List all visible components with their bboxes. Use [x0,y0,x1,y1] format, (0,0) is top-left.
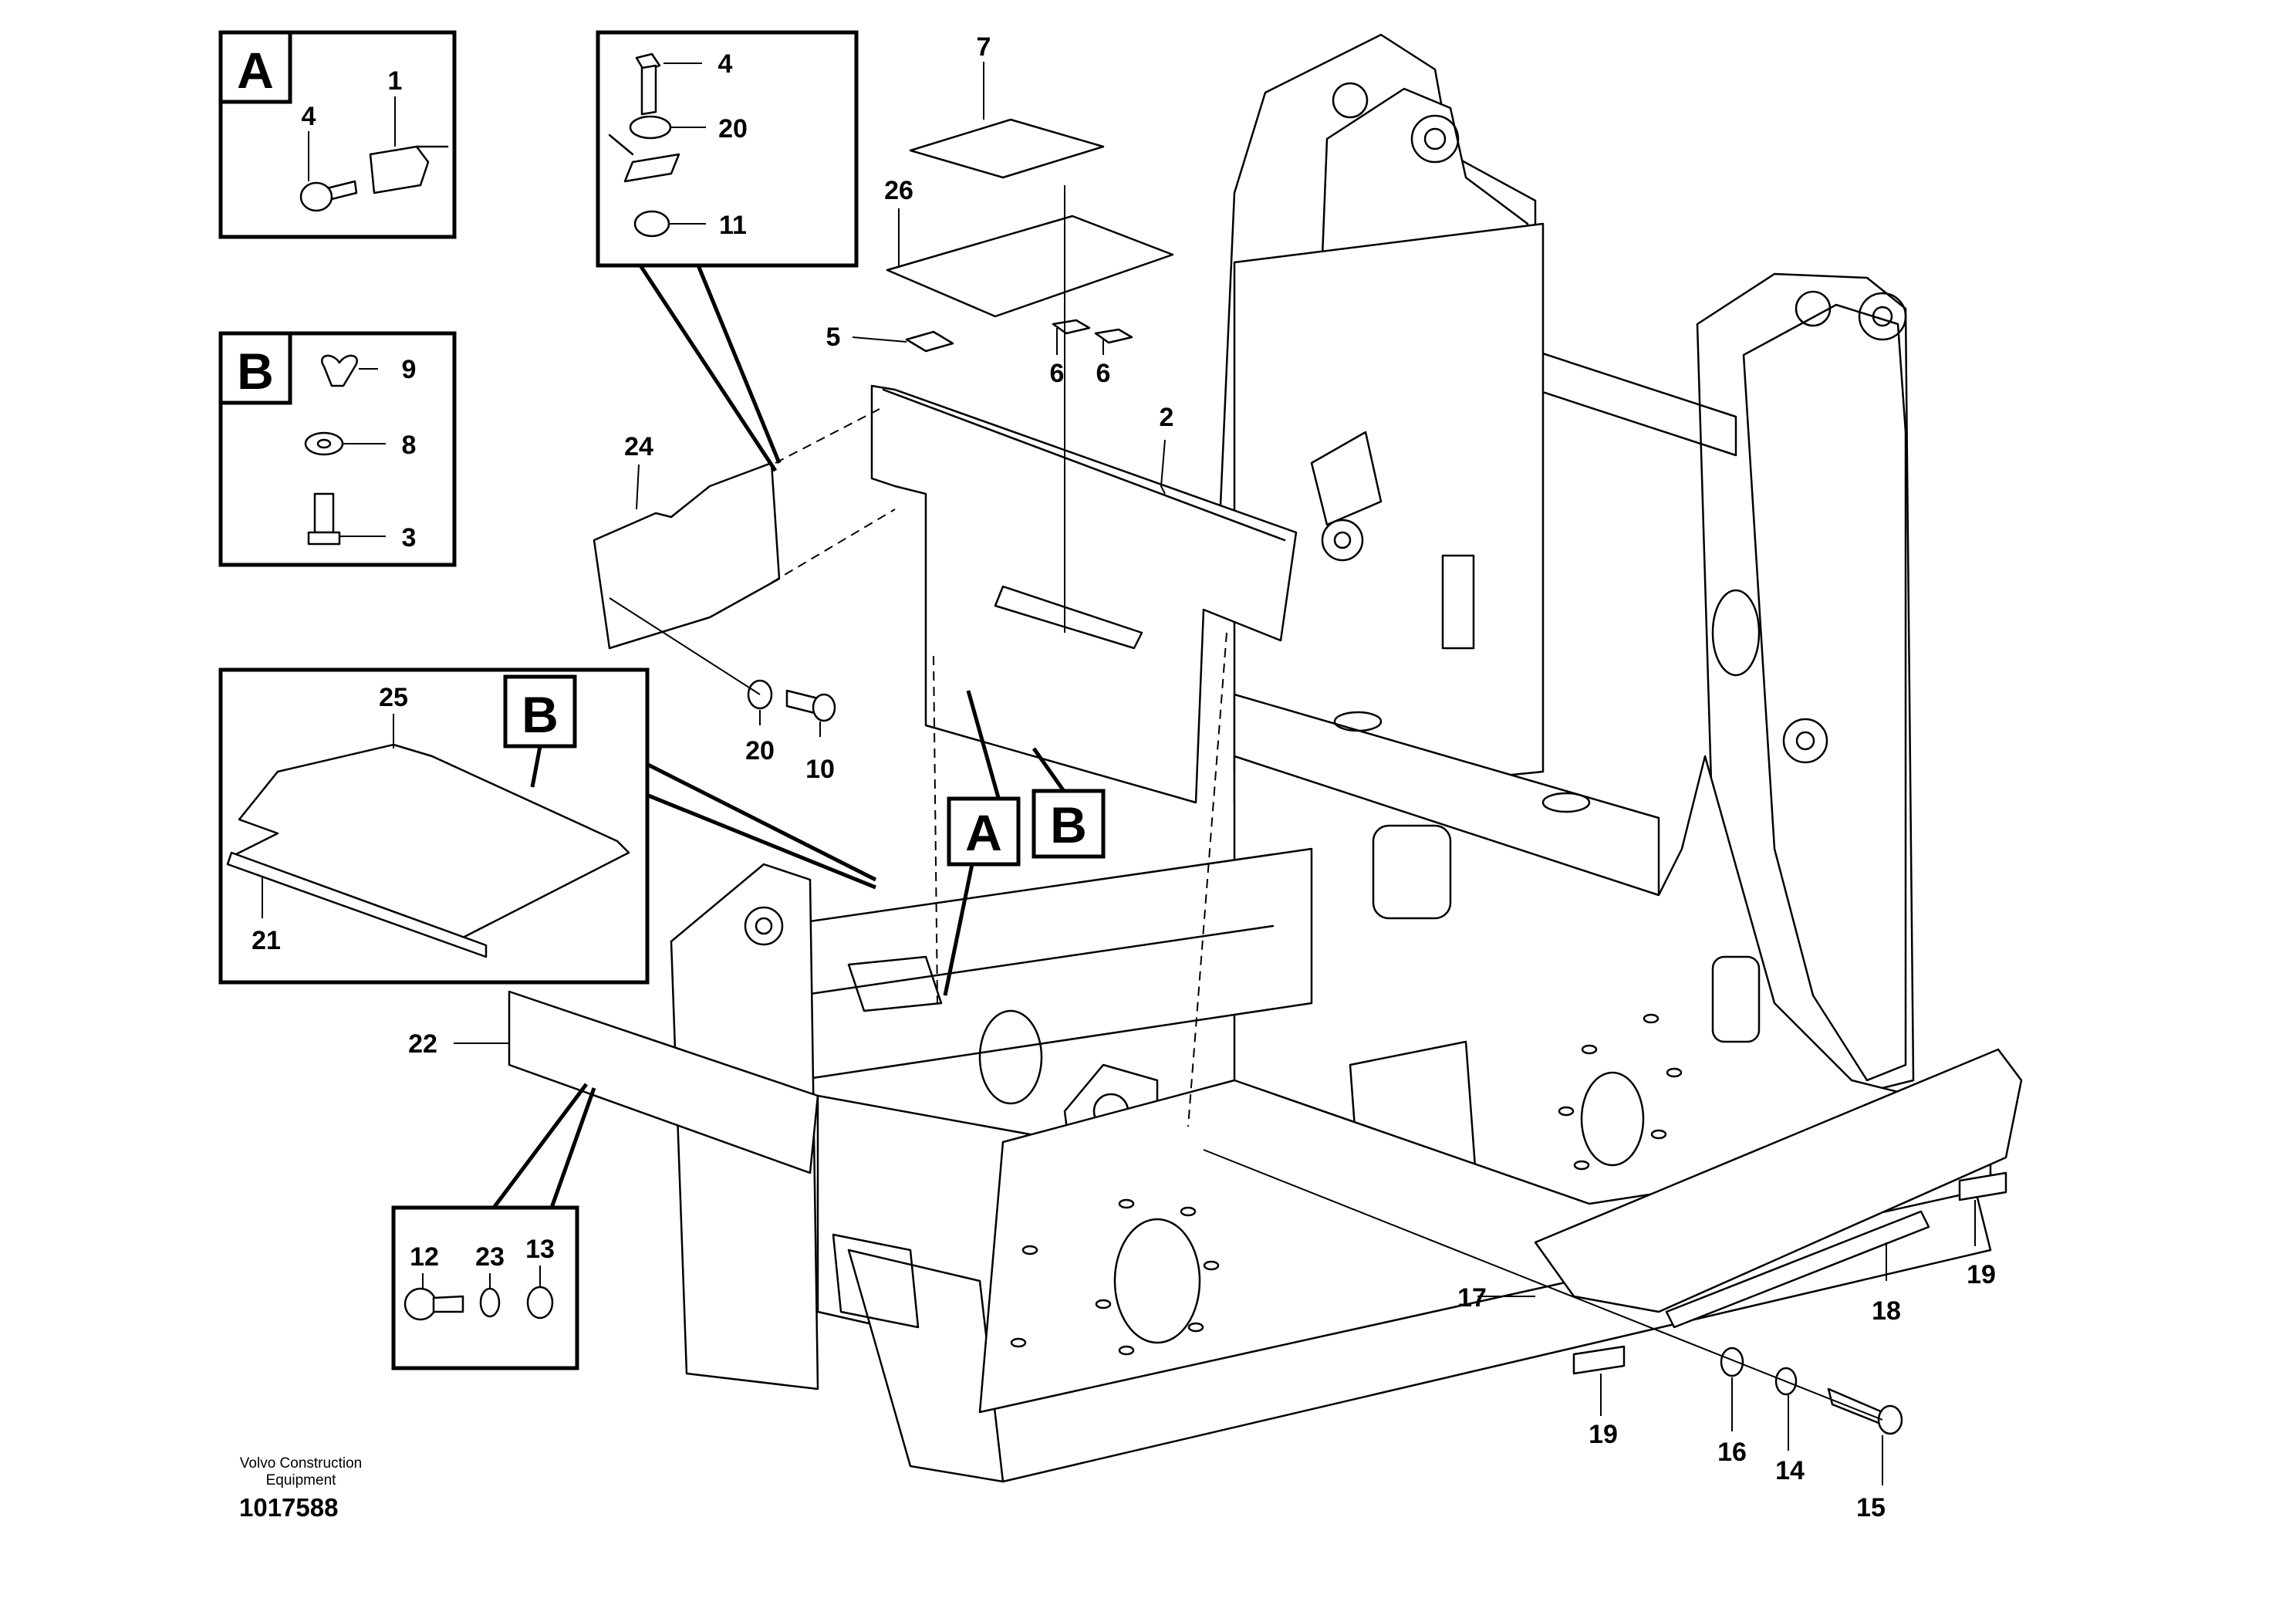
part-5-strip [905,330,954,353]
callout-21: 21 [252,926,281,955]
chassis-frame [670,33,1992,1483]
callout-8: 8 [402,431,417,460]
marker-a-label: A [965,804,1002,861]
callout-18: 18 [1872,1296,1901,1326]
callout-17: 17 [1457,1283,1487,1313]
inset-a-label: A [237,42,274,99]
callout-26: 26 [884,176,913,205]
callout-6-a: 6 [1050,359,1065,388]
brand-line-2: Equipment [265,1472,336,1489]
callout-7: 7 [977,32,991,62]
document-number: 1017588 [239,1493,339,1522]
callout-4-inset-top: 4 [718,49,733,79]
inset-bolt-set: 12 23 13 [391,1083,596,1370]
callout-23: 23 [475,1242,505,1272]
callout-19-right: 19 [1967,1260,1996,1289]
callout-4-inset-a: 4 [302,102,316,131]
view-markers: A B [943,690,1106,996]
inset-plate-b-label: B [522,686,559,743]
part-19-pad-right [1958,1171,2007,1201]
callout-13: 13 [525,1235,555,1264]
callout-1: 1 [388,66,403,96]
callout-5: 5 [826,323,841,352]
callout-2: 2 [1160,403,1174,432]
brand-text: Volvo Construction Equipment [154,1455,447,1489]
callout-24: 24 [624,432,653,461]
leader-lines [454,62,1976,1485]
callout-20-inset-top: 20 [718,114,748,144]
callout-11: 11 [719,211,747,240]
bolt-pattern-left [1010,1198,1220,1356]
callout-15: 15 [1856,1493,1886,1522]
part-24-bracket [593,461,781,650]
bolt-15 [1827,1387,1888,1428]
part-2-panel [870,384,1298,804]
part-6-strip-b [1094,328,1133,344]
part-18-strip [1665,1210,1930,1329]
part-6-strip-a [1052,319,1091,335]
callout-20-main: 20 [745,736,775,765]
callout-14: 14 [1775,1456,1805,1485]
washer-16 [1720,1347,1744,1377]
inset-b-label: B [237,343,274,400]
callout-6-b: 6 [1096,359,1111,388]
callout-12: 12 [410,1242,439,1272]
callout-19-left: 19 [1589,1420,1618,1449]
inset-fastener-stack: 4 20 11 [596,30,859,472]
callout-9: 9 [402,355,417,384]
inset-a: A 4 1 [218,30,457,239]
brand-line-1: Volvo Construction [239,1455,363,1472]
callout-22: 22 [408,1029,437,1059]
bolt-pattern-right [1558,1013,1683,1171]
assembly-lines [771,408,1227,1127]
callout-25: 25 [379,683,408,712]
callout-numbers: 7 26 5 6 6 2 24 20 10 22 17 18 19 19 16 … [408,32,1996,1522]
callout-3: 3 [402,523,417,552]
part-7-plate [909,118,1105,179]
callout-16: 16 [1717,1438,1747,1467]
part-19-pad-left [1572,1345,1626,1375]
part-26-bracket [886,215,1174,318]
part-22-cover [508,990,819,1174]
callout-10: 10 [805,755,835,784]
inset-plate: B 25 21 [218,667,877,985]
marker-b-label: B [1050,796,1087,853]
inset-b: B 9 8 3 [218,331,457,567]
